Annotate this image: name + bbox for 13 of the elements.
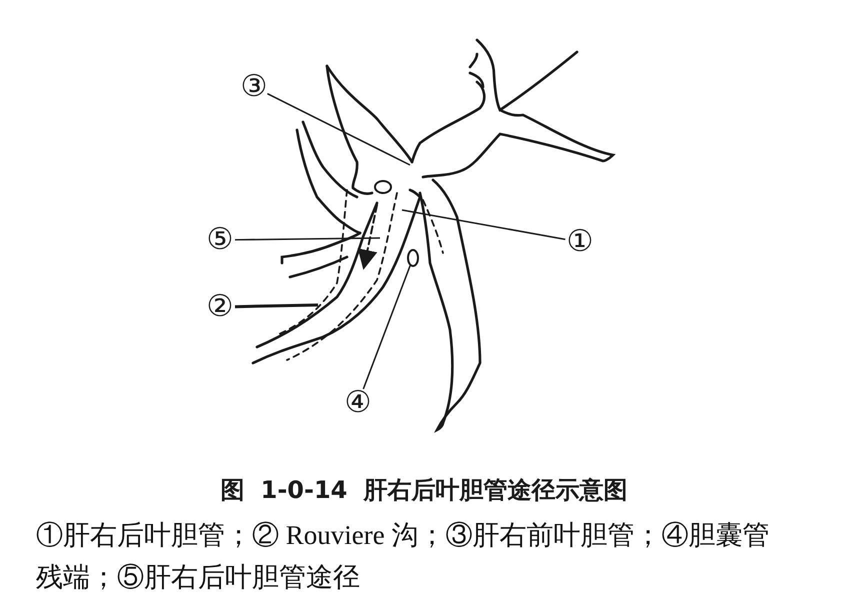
callout-number: ④ <box>341 386 375 420</box>
cystic-duct-stump <box>407 249 419 267</box>
figure-caption: ①肝右后叶胆管；② Rouviere 沟；③肝右前叶胆管；④胆囊管残端；⑤肝右后叶胆管途径 <box>36 519 770 594</box>
callout-number: ① <box>563 225 597 259</box>
leader-line <box>234 304 318 308</box>
leader-line <box>235 237 380 241</box>
leader-line <box>362 265 411 390</box>
figure-title: 图 1-0-14 肝右后叶胆管途径示意图 <box>219 475 629 506</box>
callout-number: ③ <box>237 70 271 104</box>
callout-number: ② <box>203 290 237 324</box>
leader-line <box>402 209 566 240</box>
callout-number: ⑤ <box>203 223 237 257</box>
leader-line <box>267 93 410 166</box>
